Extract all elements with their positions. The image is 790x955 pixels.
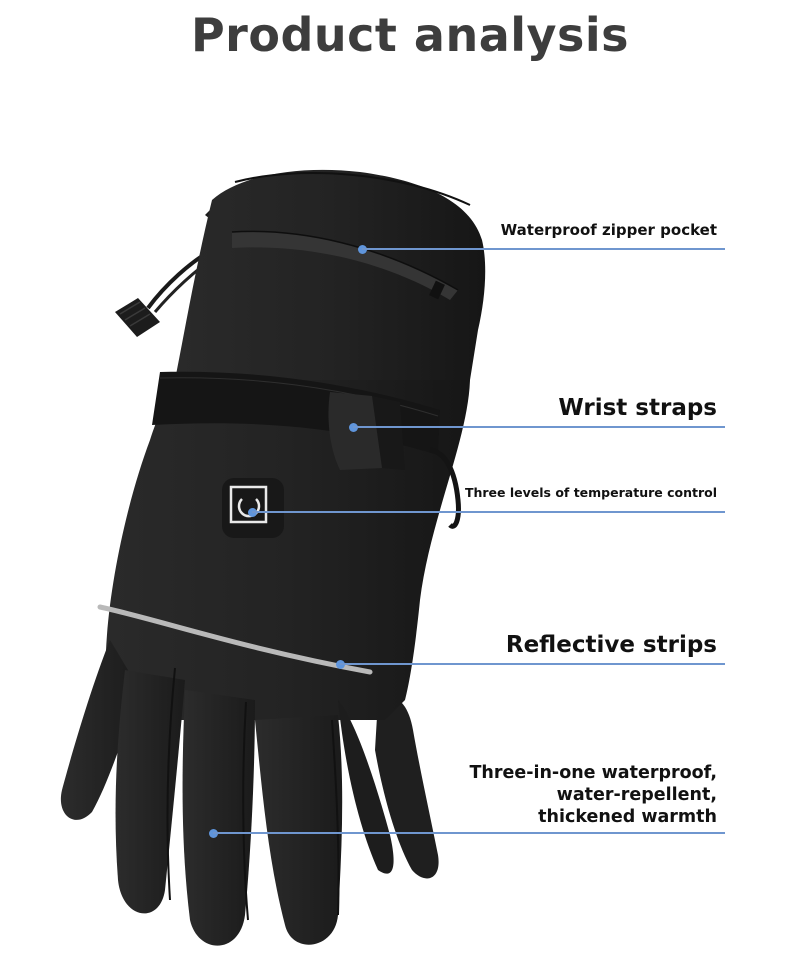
waterproof-label-line-3: thickened warmth bbox=[538, 807, 717, 827]
wrist-strap-callout-line bbox=[353, 426, 725, 428]
wrist-straps-label: Wrist straps bbox=[558, 395, 717, 421]
temperature-callout-line bbox=[252, 511, 725, 513]
page-title: Product analysis bbox=[190, 8, 630, 62]
zipper-pocket-label: Waterproof zipper pocket bbox=[500, 221, 717, 239]
waterproof-callout-line bbox=[213, 832, 725, 834]
waterproof-label-line-2: water-repellent, bbox=[556, 785, 717, 805]
temperature-control-label: Three levels of temperature control bbox=[464, 485, 717, 500]
waterproof-label: Three-in-one waterproof, water-repellent… bbox=[469, 762, 717, 828]
waterproof-label-line-1: Three-in-one waterproof, bbox=[469, 763, 717, 783]
zipper-callout-line bbox=[362, 248, 725, 250]
reflective-callout-line bbox=[340, 663, 725, 665]
reflective-strips-label: Reflective strips bbox=[505, 632, 717, 658]
